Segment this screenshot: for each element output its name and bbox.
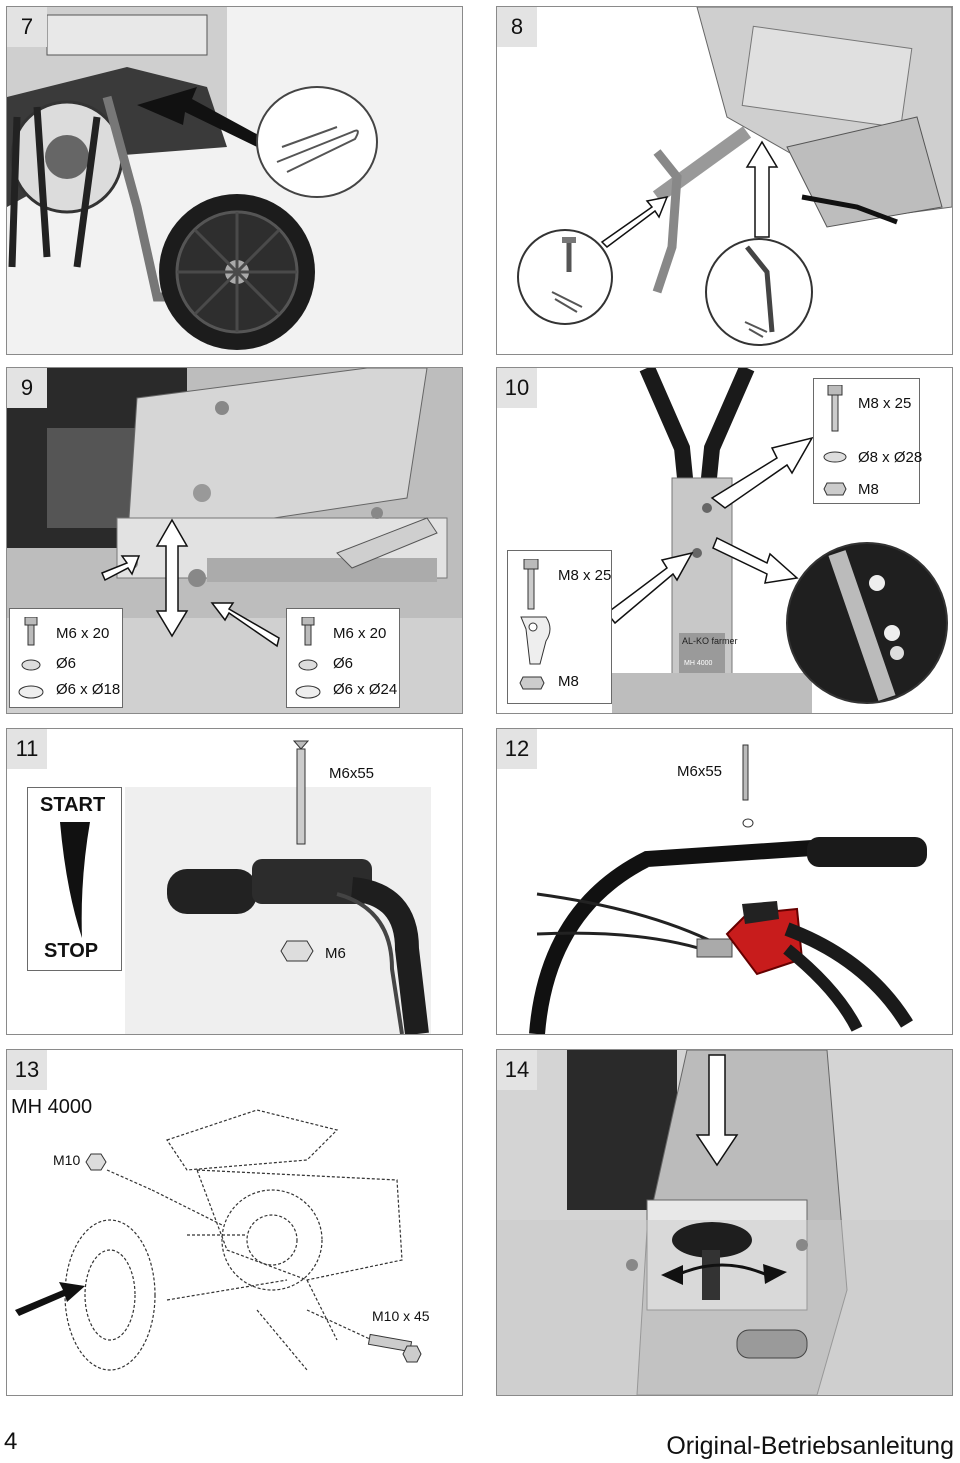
figure-11: 11 M6x55 M6 START STOP (6, 728, 463, 1035)
throttle-wedge-icon (60, 822, 90, 938)
model-label: MH 4000 (11, 1096, 93, 1118)
nut-label: M10 (53, 1152, 81, 1168)
document-title: Original-Betriebsanleitung (666, 1432, 954, 1460)
bolt-bracket-nut-icon (519, 559, 551, 690)
hardware-box-left: M6 x 20 Ø6 Ø6 x Ø18 (9, 608, 123, 708)
bolt-label: M6 x 20 (56, 625, 110, 642)
figure-13: 13 MH 4000 M10 M10 x 45 (6, 1049, 463, 1396)
bolt-label: M8 x 25 (858, 395, 912, 412)
figure-number: 9 (7, 368, 47, 408)
figure-number: 12 (497, 729, 537, 769)
bolt-label: M8 x 25 (558, 567, 612, 584)
stop-label: STOP (44, 940, 99, 962)
figure-number: 8 (497, 7, 537, 47)
figure-14: 14 (496, 1049, 953, 1396)
tiller-wheel-photo (7, 7, 462, 354)
screw-label: M6x55 (329, 765, 375, 782)
flat-washer-label: Ø6 x Ø18 (56, 681, 121, 698)
washer-label: Ø6 (333, 655, 354, 672)
wheel-assembly-drawing (7, 1050, 462, 1395)
figure-9: 9 M6 x 20 Ø6 Ø6 x Ø18 M6 x 20 Ø6 Ø6 x Ø2… (6, 367, 463, 714)
figure-number: 10 (497, 368, 537, 408)
bolt-washer-icon (295, 617, 321, 699)
figure-7: 7 (6, 6, 463, 355)
tine-adjust-photo (497, 1050, 952, 1395)
figure-number: 13 (7, 1050, 47, 1090)
bolt-washer-nut-icon (823, 385, 847, 496)
handlebar-height-photo (7, 368, 462, 713)
start-label: START (40, 794, 106, 816)
figure-number: 11 (7, 729, 47, 769)
page-number: 4 (4, 1428, 18, 1455)
washer-label: Ø8 x Ø28 (858, 449, 923, 466)
nut-label: M8 (558, 673, 579, 690)
figure-10: 10 AL-KO farmer MH 4000 M8 x 25 Ø8 x Ø28… (496, 367, 953, 714)
start-stop-symbol: START STOP (27, 787, 122, 971)
clutch-lever-photo (497, 729, 952, 1034)
figure-number: 14 (497, 1050, 537, 1090)
bolt-label: M10 x 45 (372, 1308, 430, 1324)
brand-label: AL-KO farmer (682, 636, 738, 646)
figure-8: 8 (496, 6, 953, 355)
model-label: MH 4000 (684, 660, 713, 667)
nut-label: M6 (325, 945, 346, 962)
hardware-box-right: M6 x 20 Ø6 Ø6 x Ø24 (286, 608, 400, 708)
figure-number: 7 (7, 7, 47, 47)
brake-bar-photo (497, 7, 952, 354)
nut-label: M8 (858, 481, 879, 498)
flat-washer-label: Ø6 x Ø24 (333, 681, 398, 698)
hardware-box-left: M8 x 25 M8 (507, 550, 612, 704)
hardware-box-top: M8 x 25 Ø8 x Ø28 M8 (813, 378, 923, 504)
figure-12: 12 M6x55 (496, 728, 953, 1035)
washer-label: Ø6 (56, 655, 77, 672)
screw-label: M6x55 (677, 763, 723, 780)
bolt-washer-icon (18, 617, 44, 699)
bolt-label: M6 x 20 (333, 625, 387, 642)
